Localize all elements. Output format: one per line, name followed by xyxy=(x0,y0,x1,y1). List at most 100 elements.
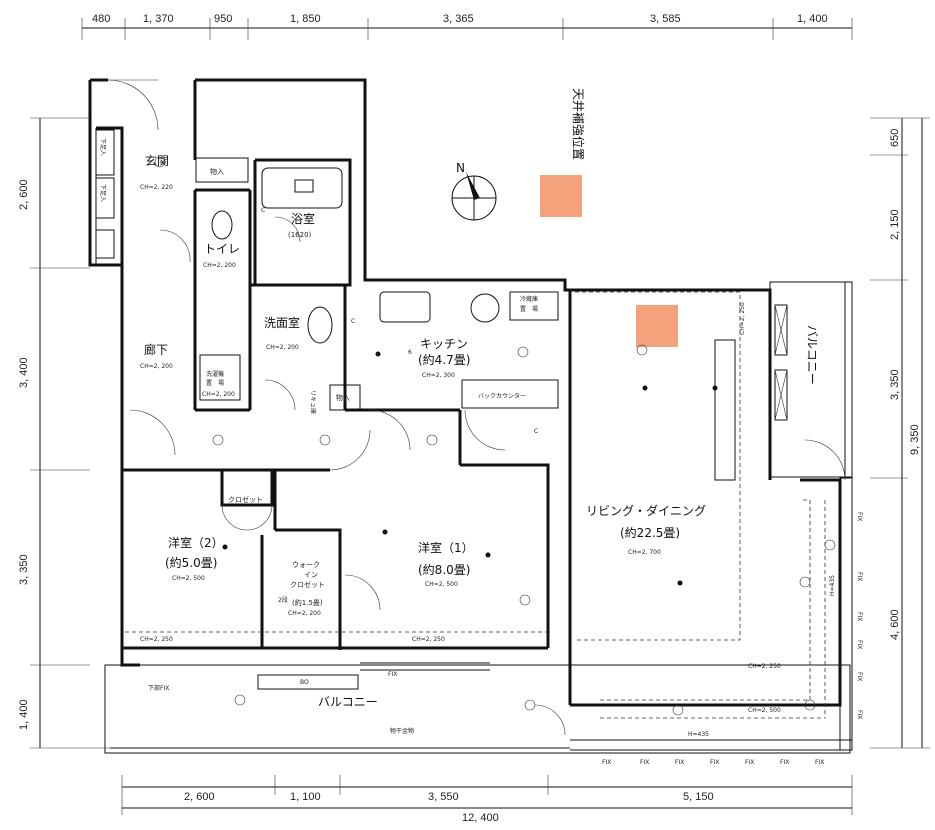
fix-r1: FIX xyxy=(856,512,863,521)
shoe-cabinet-2 xyxy=(95,177,115,219)
dim-top-2: 1, 370 xyxy=(143,13,174,25)
dim-right-2: 2, 150 xyxy=(889,209,901,240)
dim-top-6: 3, 585 xyxy=(650,13,681,25)
fix-3: FIX xyxy=(675,759,684,766)
yoshitsu1-label: 洋室（1） xyxy=(418,540,474,555)
two-tier-label: 2段 xyxy=(278,596,288,604)
toilet-ch: CH=2, 200 xyxy=(203,262,236,269)
c-label-3: C xyxy=(534,428,538,435)
ceiling-reinforce-label: 天井補強位置 xyxy=(571,88,586,160)
bath-faucet xyxy=(294,179,314,193)
dim-right-4: 4, 600 xyxy=(889,609,901,640)
east-windows xyxy=(714,304,788,481)
genkan-ch: CH=2, 220 xyxy=(140,184,173,191)
bo-label: BO xyxy=(300,679,309,686)
walkin-label-3: クロゼット xyxy=(290,580,325,589)
top-dimension-line: 480 1, 370 950 1, 850 3, 365 3, 585 1, 4… xyxy=(81,13,853,40)
ch-2250-left: CH=2, 250 xyxy=(140,636,173,643)
downlights xyxy=(154,156,836,716)
kitchen-sink xyxy=(379,291,431,323)
balcony-south-label: バルコニー xyxy=(318,695,378,709)
fix-4: FIX xyxy=(710,759,719,766)
monoire2-label: 物入 xyxy=(336,393,350,402)
walkin-ch: CH=2, 200 xyxy=(288,610,321,617)
toilet-label: トイレ xyxy=(204,242,240,256)
shoe-label-1: 下足入 xyxy=(99,138,106,156)
wash-basin xyxy=(307,306,333,344)
north-label: N xyxy=(456,161,465,175)
fridge-area xyxy=(509,291,559,321)
bottom-dimension-line: 2, 600 1, 100 3, 550 5, 150 12, 400 xyxy=(121,775,853,824)
fix-r2: FIX xyxy=(856,572,863,581)
bo-window xyxy=(257,674,359,690)
yoshitsu1-size: (約8.0畳) xyxy=(418,562,470,577)
ch-2500-right: CH=2, 500 xyxy=(748,707,781,714)
h435-bottom: H=435 xyxy=(688,731,709,738)
dim-right-total: 9, 350 xyxy=(909,424,921,455)
kitchen-ch: CH=2, 300 xyxy=(422,372,455,379)
dim-top-3: 950 xyxy=(214,13,232,25)
walkin-label-2: イン xyxy=(304,571,318,579)
dim-bottom-total: 12, 400 xyxy=(462,812,499,824)
genkan-label: 玄関 xyxy=(145,153,169,168)
lower-fix-label: 下部FIX xyxy=(148,684,169,692)
doors xyxy=(107,79,846,736)
h435-right: H=435 xyxy=(829,575,836,596)
reizoko-label-2: 置 場 xyxy=(520,305,538,313)
senmen-ch: CH=2, 200 xyxy=(266,344,299,351)
yoshitsu2-label: 洋室（2） xyxy=(168,535,224,550)
back-counter-label: バックカウンター xyxy=(478,392,526,400)
shoe-cabinet-1 xyxy=(95,129,115,176)
fix-7: FIX xyxy=(815,759,824,766)
living-label: リビング・ダイニング xyxy=(586,503,706,518)
right-dimension-line: 650 2, 150 3, 350 4, 600 9, 350 xyxy=(870,117,930,749)
dim-top-4: 1, 850 xyxy=(290,13,321,25)
fixtures xyxy=(95,129,559,690)
dim-top-1: 480 xyxy=(92,13,110,25)
dim-bottom-2: 1, 100 xyxy=(290,791,321,803)
fix-1: FIX xyxy=(602,759,611,766)
dim-left-4: 1, 400 xyxy=(18,699,30,730)
ch-2250-vertical: CH=2, 250 xyxy=(739,302,746,335)
yoshitsu2-size: (約5.0畳) xyxy=(165,555,217,570)
reizoko-label-1: 冷蔵庫 xyxy=(520,295,538,303)
laundry-hanger-label: 物干金物 xyxy=(390,727,414,735)
yoshitsu2-ch: CH=2, 500 xyxy=(172,575,205,582)
monoire1-label: 物入 xyxy=(210,167,224,176)
washer-label-2: 置 場 xyxy=(206,379,224,387)
toilet-bowl xyxy=(211,210,233,240)
bathtub xyxy=(261,167,343,209)
ceiling-lines xyxy=(125,291,826,719)
stove xyxy=(470,293,500,323)
room-labels: 玄関 CH=2, 220 物入 物入 トイレ CH=2, 200 浴室 (162… xyxy=(99,138,863,766)
walkin-size: (約1.5畳) xyxy=(292,598,323,607)
liquor-storage-label: リキュ庫 xyxy=(309,390,317,414)
fix-r5: FIX xyxy=(856,672,863,681)
reinforce-marker-2 xyxy=(636,305,678,347)
roka-label: 廊下 xyxy=(144,342,168,357)
bath-label: 浴室 xyxy=(291,211,315,226)
fix-5: FIX xyxy=(745,759,754,766)
fix-south: FIX xyxy=(388,671,397,678)
dim-left-3: 3, 350 xyxy=(18,554,30,585)
fix-r4: FIX xyxy=(856,640,863,649)
kitchen-size: (約4.7畳) xyxy=(418,352,470,367)
bath-size: (1620) xyxy=(288,231,312,239)
outer-walls xyxy=(88,78,853,754)
dim-bottom-3: 3, 550 xyxy=(428,791,459,803)
fix-r3: FIX xyxy=(856,612,863,621)
kitchen-label: キッチン xyxy=(420,337,468,351)
fix-2: FIX xyxy=(640,759,649,766)
dim-top-5: 3, 365 xyxy=(443,13,474,25)
ceiling-reinforcement: 天井補強位置 xyxy=(540,88,678,347)
c-label-2: C xyxy=(351,318,355,325)
left-dimension-line: 2, 600 3, 400 3, 350 1, 400 xyxy=(18,117,110,749)
dim-bottom-4: 5, 150 xyxy=(683,791,714,803)
washer-label-1: 洗濯機 xyxy=(206,370,224,378)
washer-ch: CH=2, 200 xyxy=(202,391,235,398)
roka-ch: CH=2, 200 xyxy=(140,363,173,370)
compass-icon: N xyxy=(451,161,497,221)
balcony-east-label: バルコニー xyxy=(805,325,819,385)
fix-6: FIX xyxy=(780,759,789,766)
